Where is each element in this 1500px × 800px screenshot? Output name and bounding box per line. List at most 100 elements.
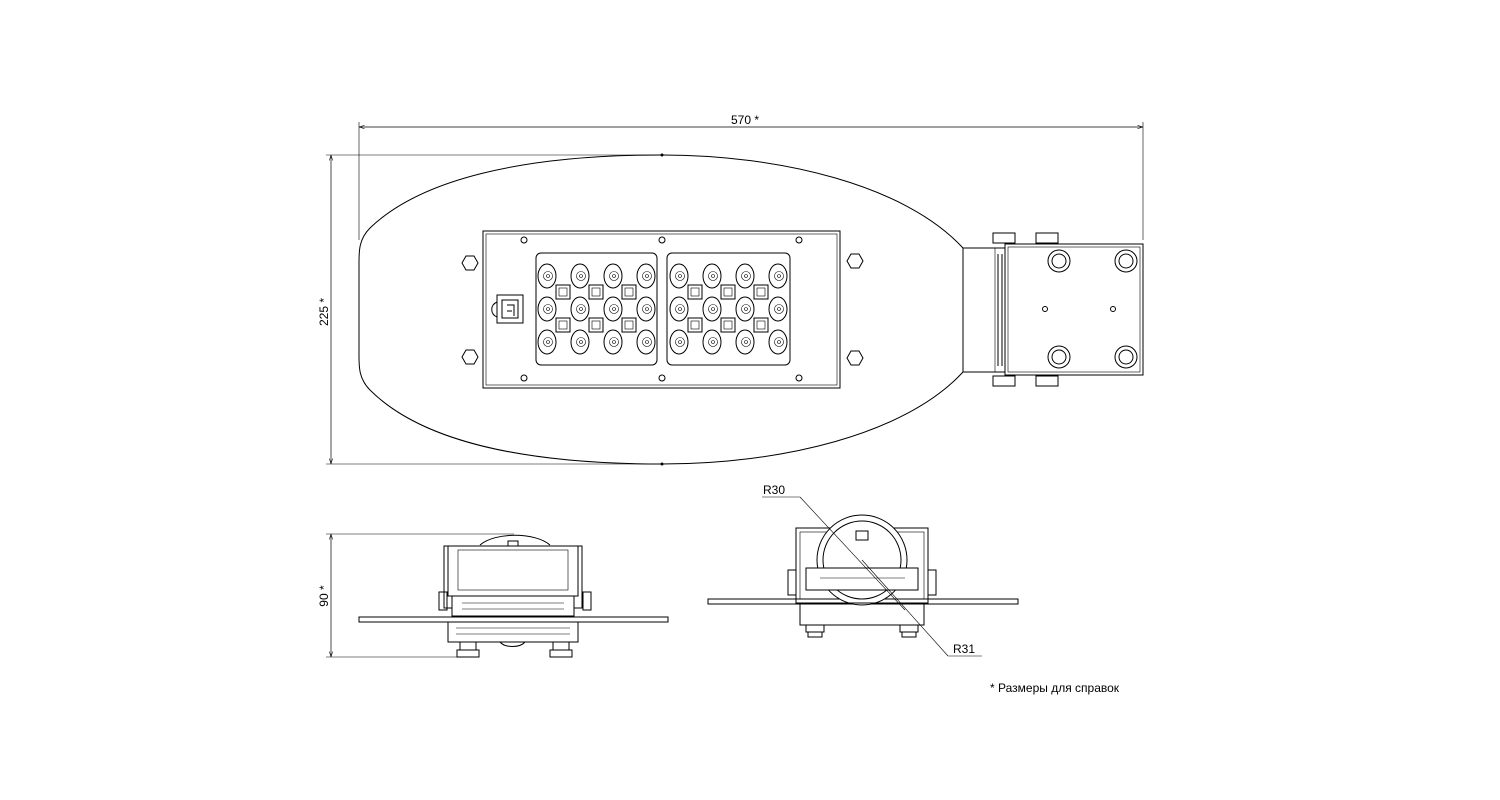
hex-nut-icon <box>461 255 479 271</box>
side-bolt-icon <box>552 641 570 651</box>
screw-icon <box>658 374 666 382</box>
led-lens-icon <box>669 296 689 322</box>
front-top-nut <box>855 530 869 541</box>
side-bolt-icon <box>459 641 477 651</box>
connector-inner <box>501 299 519 319</box>
led-panel-frame <box>482 230 841 389</box>
screw-icon <box>795 236 803 244</box>
top-view: 570 * 225 * <box>317 113 1144 466</box>
screw-icon <box>658 236 666 244</box>
led-chip-icon <box>753 317 769 333</box>
bracket-plate <box>1004 243 1144 376</box>
led-lens-icon <box>570 296 590 322</box>
front-pipe-clamp-inner <box>822 520 902 600</box>
led-lens-icon <box>537 296 557 322</box>
housing-top-point <box>660 153 664 157</box>
led-lens-icon <box>702 329 722 355</box>
connector-clip <box>491 301 498 318</box>
hex-nut-icon <box>846 253 864 269</box>
side-driver-housing <box>447 545 579 597</box>
front-view: R30 R31 <box>707 483 1019 657</box>
bracket-bolt-head <box>1035 375 1059 387</box>
height-dimension-label: 225 * <box>317 298 331 326</box>
front-bolt-icon <box>805 624 825 633</box>
led-lens-icon <box>537 263 557 289</box>
bracket-hole-icon <box>1110 306 1116 312</box>
led-lens-icon <box>636 296 656 322</box>
led-lens-icon <box>768 329 788 355</box>
bracket-neck <box>962 247 1006 373</box>
footnote: * Размеры для справок <box>990 681 1120 695</box>
hex-nut-icon <box>461 349 479 365</box>
width-dimension-label: 570 * <box>731 113 759 127</box>
side-clamp-left <box>438 591 448 611</box>
front-lower-body <box>799 602 925 626</box>
led-chip-icon <box>720 284 736 300</box>
housing-bottom-point <box>660 462 664 466</box>
led-module-right <box>666 252 791 366</box>
led-chip-icon <box>555 317 571 333</box>
front-bolt-icon <box>901 631 917 638</box>
led-lens-icon <box>735 329 755 355</box>
led-chip-icon <box>687 317 703 333</box>
front-bolt-icon <box>899 624 919 633</box>
led-lens-icon <box>537 329 557 355</box>
led-chip-icon <box>621 284 637 300</box>
side-base-lines <box>462 602 564 610</box>
side-dome-cap <box>507 540 519 547</box>
led-lens-icon <box>735 296 755 322</box>
r30-leader-line <box>799 496 906 611</box>
side-bolt-icon <box>549 649 573 658</box>
r31-label: R31 <box>953 642 975 656</box>
frame-screws <box>520 236 803 382</box>
led-lens-icon <box>636 329 656 355</box>
side-body-plate <box>358 616 669 623</box>
led-lens-icon <box>603 329 623 355</box>
side-base-block <box>451 595 575 617</box>
side-lower-lines <box>456 627 570 635</box>
led-chip-icon <box>753 284 769 300</box>
bracket-bolt-head <box>1035 232 1059 244</box>
side-clamp-right <box>582 591 592 611</box>
side-driver-inner <box>457 549 569 591</box>
r31-leader-line <box>861 559 949 657</box>
r30-label: R30 <box>763 483 785 497</box>
led-lens-icon <box>702 296 722 322</box>
bracket-plate-inner <box>1007 246 1141 373</box>
led-chip-icon <box>621 317 637 333</box>
front-bolt-icon <box>807 631 823 638</box>
led-lens-icon <box>603 296 623 322</box>
screw-icon <box>520 374 528 382</box>
led-lens-icon <box>735 263 755 289</box>
side-lens-bulge <box>499 641 526 647</box>
connector-mark <box>507 304 515 316</box>
bracket-bolt-head <box>992 232 1016 244</box>
led-module-left <box>535 252 658 366</box>
front-clamp-left <box>787 569 797 596</box>
led-lens-icon <box>603 263 623 289</box>
led-lens-icon <box>669 263 689 289</box>
led-chip-icon <box>720 317 736 333</box>
bracket-nut-icon <box>1047 345 1071 369</box>
screw-icon <box>795 374 803 382</box>
led-lens-icon <box>768 296 788 322</box>
mounting-bracket <box>962 232 1144 387</box>
bracket-nut-icon <box>1114 249 1138 273</box>
led-lens-icon <box>570 263 590 289</box>
side-bolt-icon <box>456 649 480 658</box>
cable-connector <box>491 294 524 324</box>
led-lens-icon <box>669 329 689 355</box>
connector-body <box>496 294 524 324</box>
led-chip-icon <box>555 284 571 300</box>
led-lens-icon <box>636 263 656 289</box>
bracket-hole-icon <box>1042 306 1048 312</box>
front-clamp-saddle <box>805 567 919 591</box>
bracket-bolt-head <box>992 375 1016 387</box>
front-clamp-right <box>927 569 937 596</box>
side-height-dimension-label: 90 * <box>317 585 331 607</box>
led-panel-inner-frame <box>485 233 838 386</box>
led-lens-icon <box>768 263 788 289</box>
led-lenses-right <box>669 263 788 355</box>
led-lens-icon <box>702 263 722 289</box>
